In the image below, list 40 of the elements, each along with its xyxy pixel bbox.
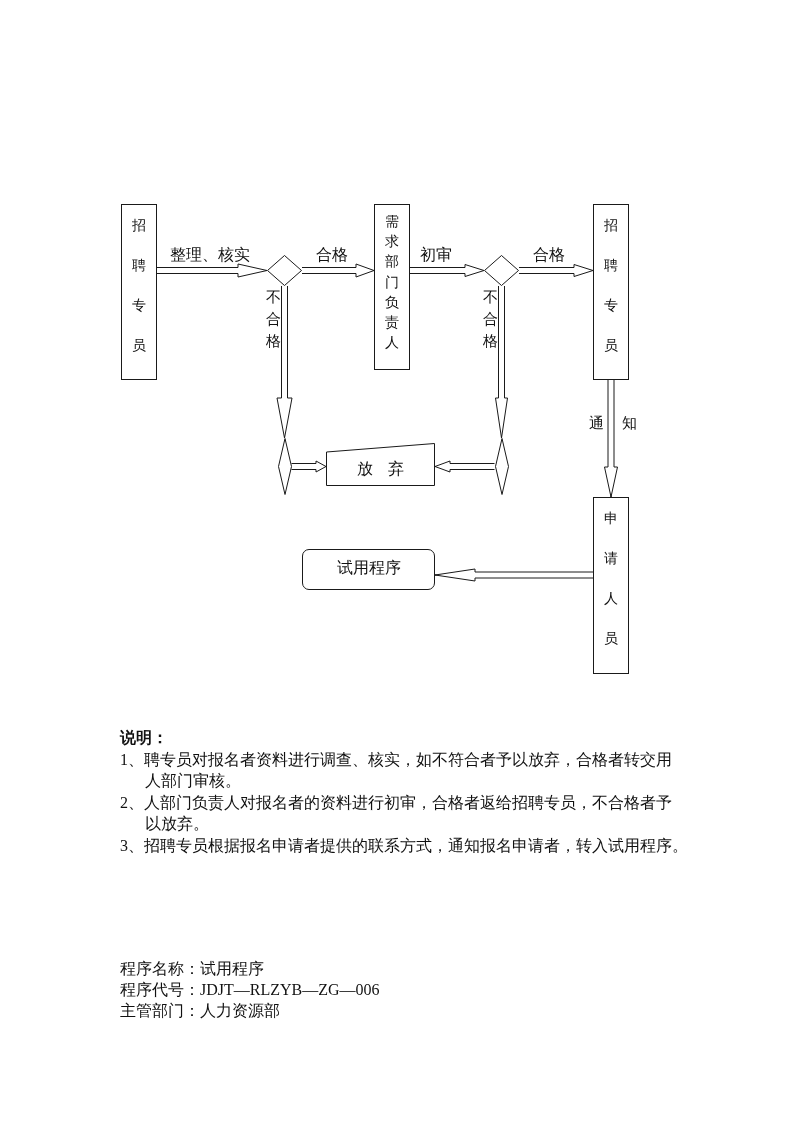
node-label: 申请人员 — [604, 510, 618, 648]
decision-diamond — [267, 255, 302, 286]
decision-diamond — [277, 438, 292, 495]
note-text: 3、招聘专员根据报名申请者提供的联系方式，通知报名申请者，转入试用程序。 — [120, 835, 689, 856]
info-line: 主管部门：人力资源部 — [120, 1000, 280, 1021]
edge-label: 合格 — [533, 246, 565, 264]
edge-label: 初审 — [420, 246, 452, 264]
block-arrow — [276, 285, 293, 439]
node-label: 需求部门负责人 — [385, 213, 399, 353]
note-text: 1、聘专员对报名者资料进行调查、核实，如不符合者予以放弃，合格者转交用人部门审核。 — [120, 749, 673, 791]
process-box — [121, 204, 157, 380]
node-label: 放 弃 — [357, 458, 404, 479]
block-arrow — [434, 568, 594, 582]
block-arrow — [301, 263, 375, 278]
block-arrow — [409, 264, 485, 277]
block-arrow — [495, 285, 508, 439]
edge-label: 通 知 — [589, 414, 637, 433]
node-label: 招聘专员 — [132, 217, 146, 355]
process-box — [374, 204, 410, 370]
decision-diamond — [484, 255, 519, 286]
decision-diamond — [494, 438, 509, 495]
process-box — [593, 204, 629, 380]
edge-label: 不合格 — [266, 288, 281, 351]
info-line: 程序名称：试用程序 — [120, 958, 264, 979]
block-arrow — [434, 460, 495, 473]
block-arrow — [604, 379, 618, 498]
block-arrow — [291, 460, 327, 473]
process-box — [593, 497, 629, 674]
block-arrow — [518, 264, 594, 277]
info-line: 程序代号：JDJT—RLZYB—ZG—006 — [120, 979, 380, 1000]
edge-label: 整理、核实 — [170, 246, 250, 264]
notes-heading: 说明： — [120, 728, 168, 748]
terminator-box — [302, 549, 435, 590]
node-label: 试用程序 — [336, 557, 401, 578]
manual-input-box — [326, 443, 435, 486]
edge-label: 合格 — [316, 246, 348, 264]
block-arrow — [156, 263, 268, 278]
edge-label: 不合格 — [483, 288, 498, 351]
note-text: 2、人部门负责人对报名者的资料进行初审，合格者返给招聘专员，不合格者予以放弃。 — [120, 792, 673, 834]
node-label: 招聘专员 — [604, 217, 618, 355]
